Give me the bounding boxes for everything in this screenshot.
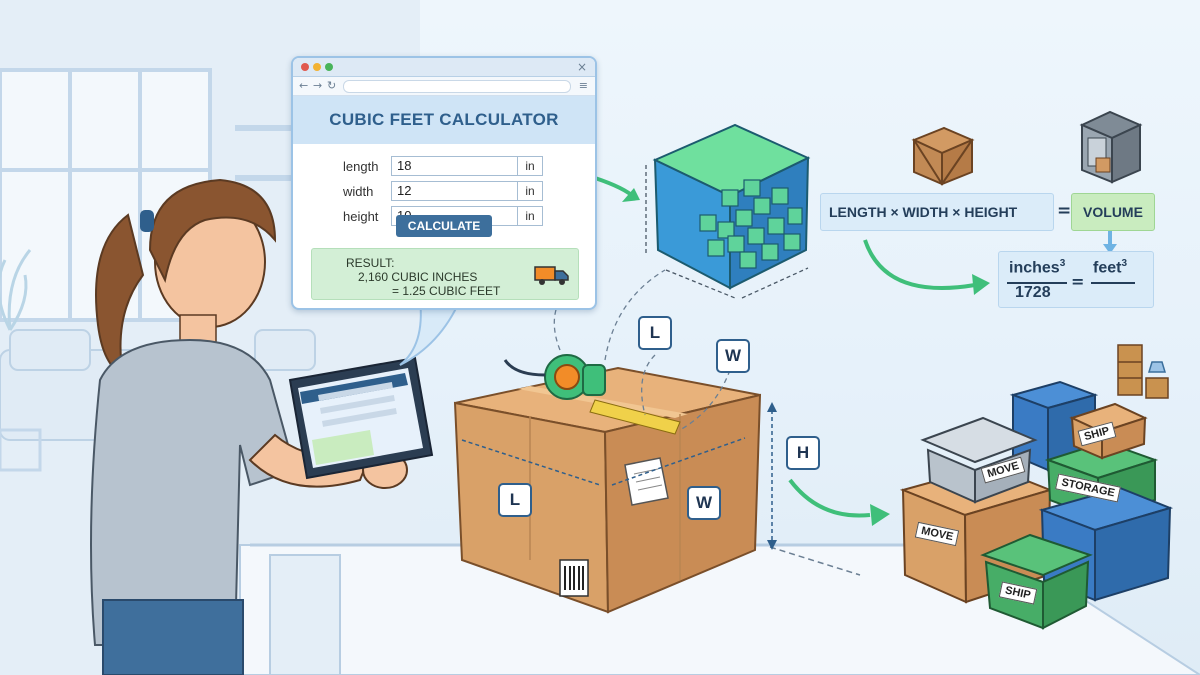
calculator-title: CUBIC FEET CALCULATOR (329, 110, 559, 129)
conversion-equals-sign: = (1071, 272, 1085, 291)
delivery-truck-icon (534, 266, 569, 285)
length-unit[interactable]: in (517, 156, 543, 176)
calculate-button[interactable]: CALCULATE (396, 215, 492, 237)
length-tag-box: L (498, 483, 532, 517)
width-unit[interactable]: in (517, 181, 543, 201)
main-cardboard-box (453, 366, 762, 614)
back-icon[interactable]: ← (299, 79, 309, 92)
plant (0, 249, 32, 331)
address-bar: ← → ↻ ≡ (293, 77, 595, 96)
reload-icon[interactable]: ↻ (327, 79, 337, 92)
calculator-header: CUBIC FEET CALCULATOR (293, 96, 595, 144)
minimize-dot-icon[interactable] (313, 63, 321, 71)
furniture-icons (1117, 344, 1169, 399)
maximize-dot-icon[interactable] (325, 63, 333, 71)
volume-formula-text: LENGTH × WIDTH × HEIGHT (829, 204, 1018, 220)
height-tag: H (786, 436, 820, 470)
length-input[interactable]: 18 (391, 156, 520, 176)
result-cubic-inches: 2,160 CUBIC INCHES (358, 270, 478, 284)
url-input[interactable] (343, 80, 571, 93)
tab-close-icon[interactable]: × (576, 60, 587, 74)
tape-measure-icon (503, 354, 681, 435)
length-row: length 18 in (293, 156, 595, 178)
window-titlebar: × (293, 58, 595, 77)
width-tag-top: W (716, 339, 750, 373)
width-input[interactable]: 12 (391, 181, 520, 201)
menu-icon[interactable]: ≡ (578, 79, 588, 92)
forward-icon[interactable]: → (313, 79, 323, 92)
width-row: width 12 in (293, 181, 595, 203)
height-label: height (343, 209, 379, 224)
calculator-window: × ← → ↻ ≡ CUBIC FEET CALCULATOR length 1… (291, 56, 597, 310)
close-dot-icon[interactable] (301, 63, 309, 71)
conversion-formula-panel: inches3 1728 = feet3 (998, 251, 1154, 308)
flow-arrows (594, 176, 1117, 526)
width-label: width (343, 184, 374, 199)
result-panel: RESULT: 2,160 CUBIC INCHES = 1.25 CUBIC … (311, 248, 579, 300)
height-unit[interactable]: in (517, 206, 543, 226)
length-label: length (343, 159, 379, 174)
conversion-denominator: 1728 (1015, 284, 1051, 301)
cubic-volume-cube (652, 123, 811, 290)
volume-formula-panel: LENGTH × WIDTH × HEIGHT (820, 193, 1054, 231)
wooden-crate-icon (911, 126, 975, 186)
width-tag-box: W (687, 486, 721, 520)
result-cubic-feet: = 1.25 CUBIC FEET (392, 284, 501, 298)
volume-text: VOLUME (1083, 204, 1143, 220)
result-label: RESULT: (346, 256, 395, 270)
formula-equals-sign: = (1057, 201, 1072, 221)
conversion-numerator-inches: inches3 (1009, 258, 1066, 277)
conversion-numerator-feet: feet3 (1093, 258, 1128, 277)
length-tag-top: L (638, 316, 672, 350)
tablet-device (288, 356, 434, 480)
storage-unit-icon (1079, 110, 1143, 184)
volume-result-panel: VOLUME (1071, 193, 1155, 231)
storage-boxes-stack (899, 380, 1174, 630)
woman-figure (90, 178, 408, 675)
